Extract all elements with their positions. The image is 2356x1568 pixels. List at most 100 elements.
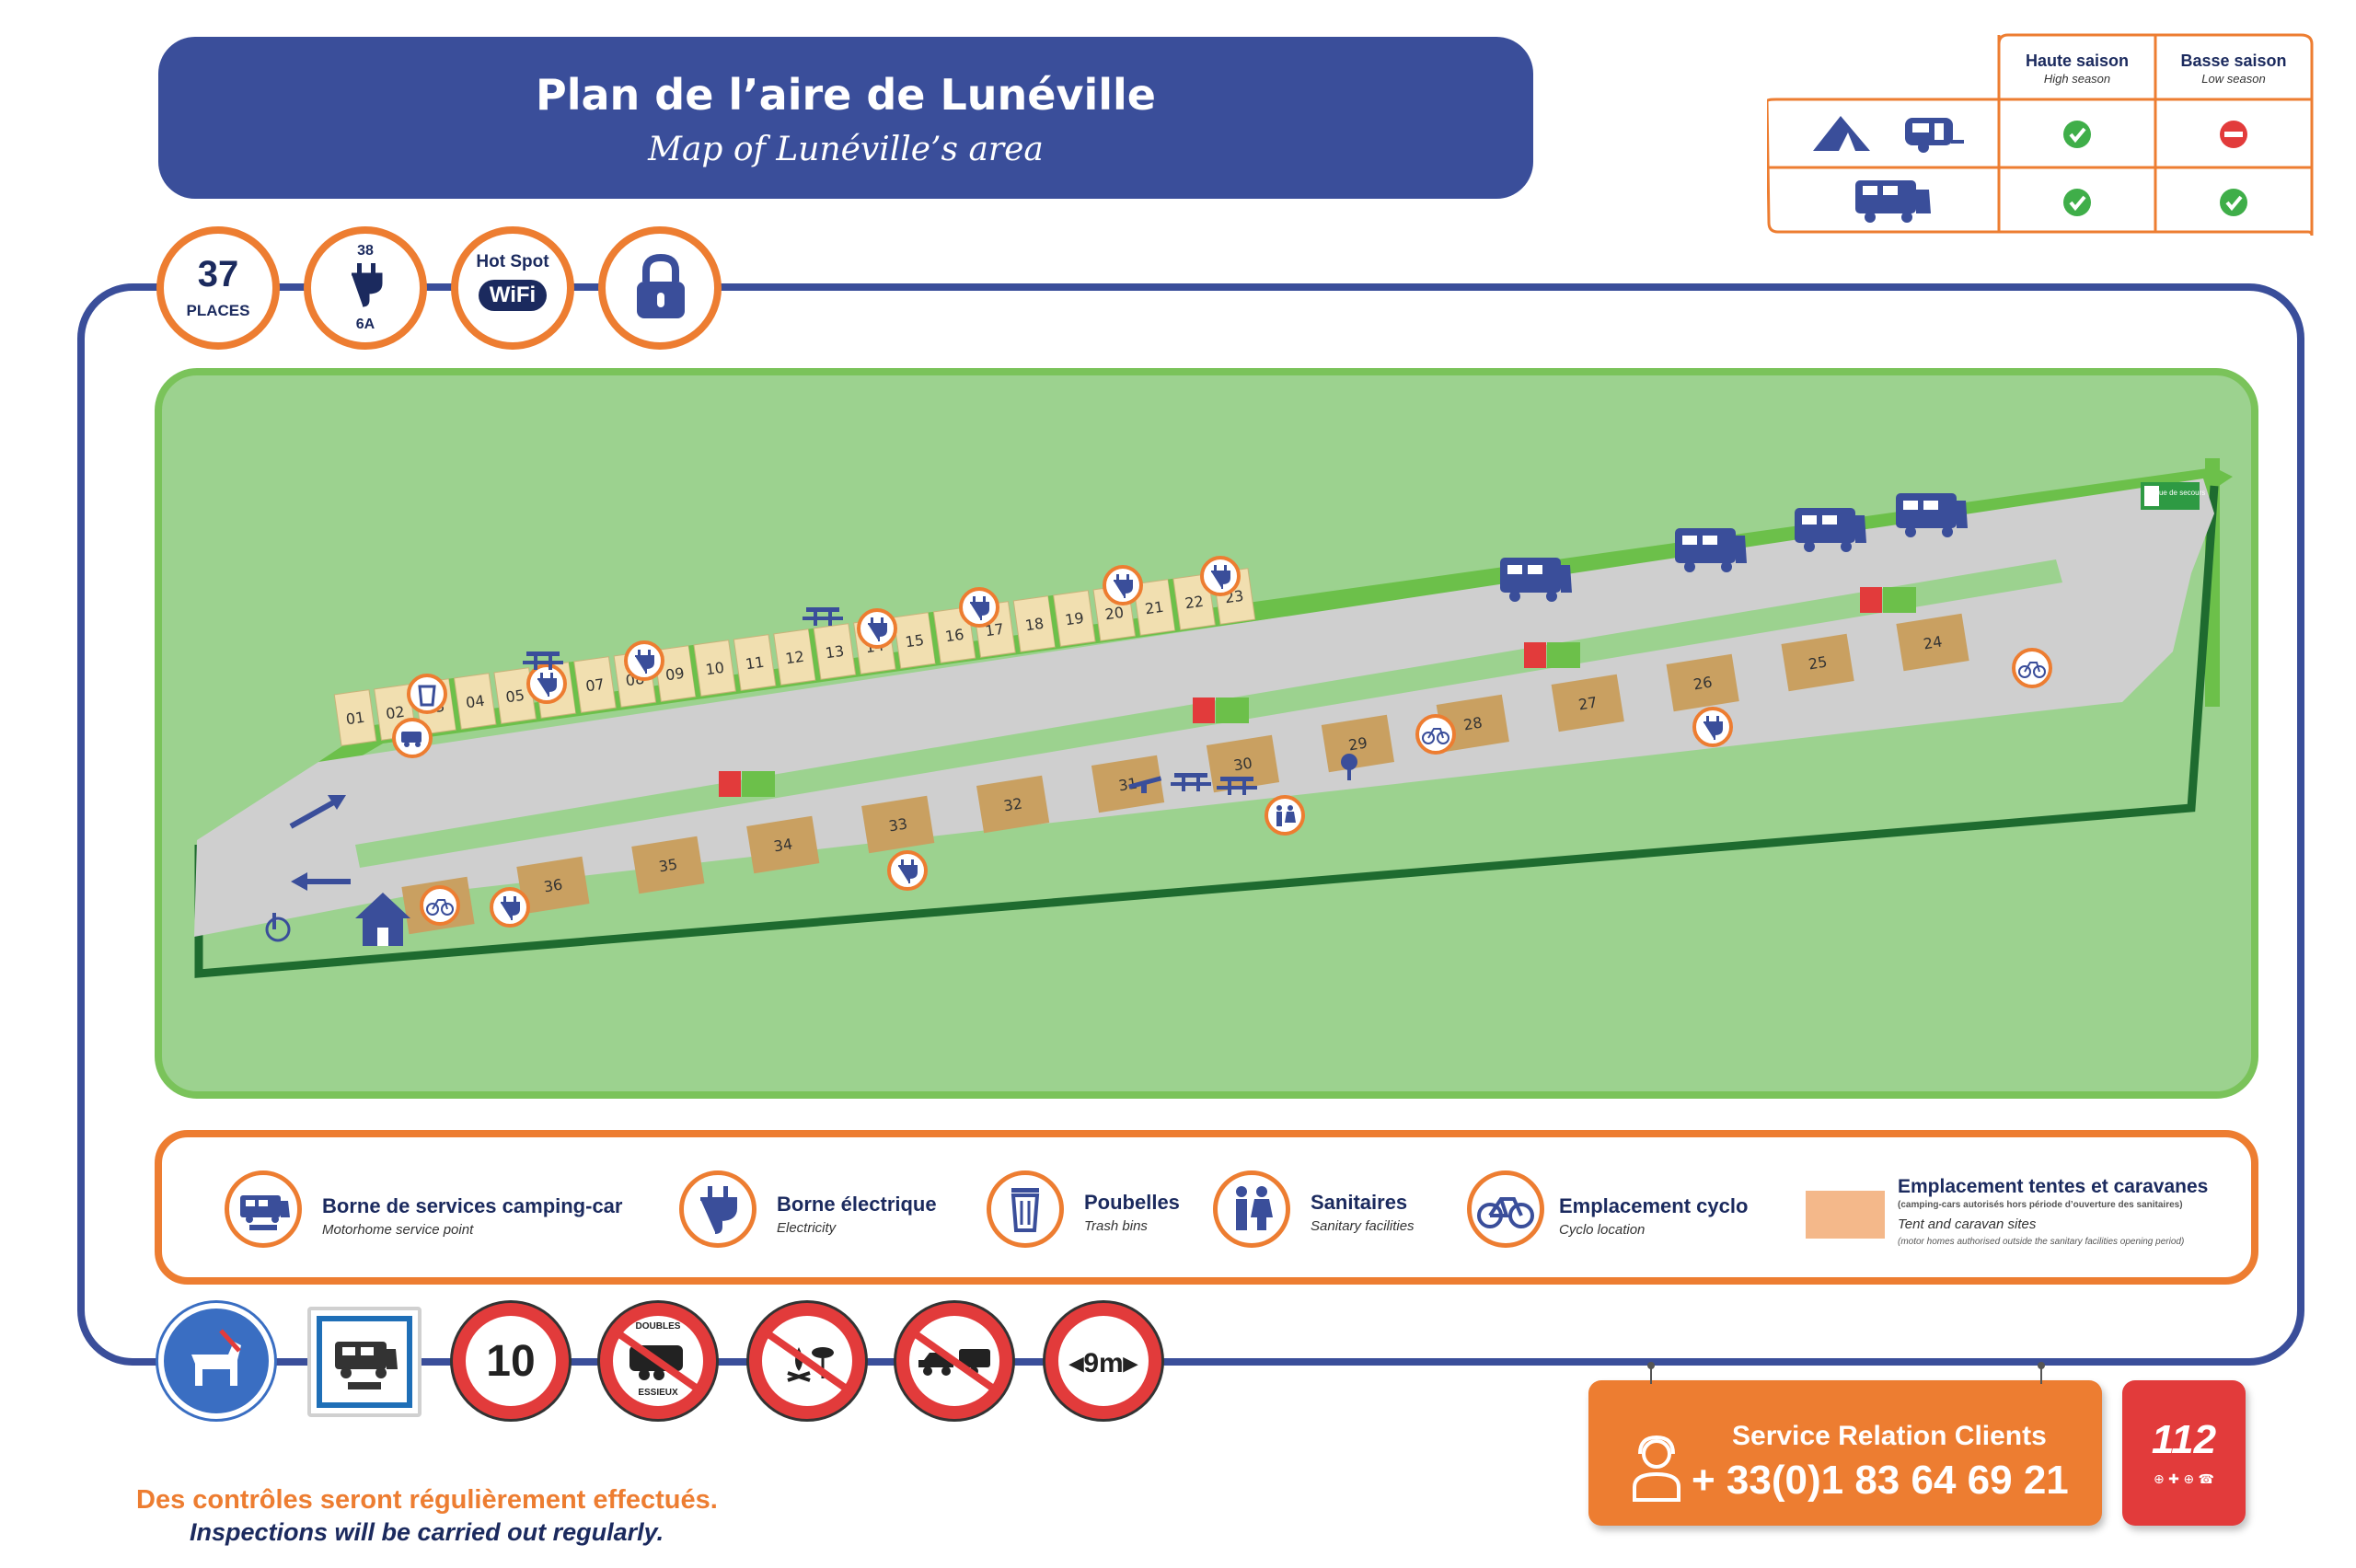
allowed-icon xyxy=(2063,121,2091,148)
tent-site-swatch xyxy=(1806,1191,1885,1239)
pitch-site: 31 xyxy=(1091,755,1165,813)
title-banner: Plan de l’aire de Lunéville Map of Lunév… xyxy=(158,37,1533,199)
ping-pong-icon xyxy=(1341,754,1357,780)
site-map: Issue de secours 01020304050607080910111… xyxy=(194,458,2233,978)
picnic-table-icon xyxy=(803,607,843,626)
places-count: 37 xyxy=(197,254,239,294)
emergency-box: 112 ⊕ ✚ ⊕ ☎ xyxy=(2122,1380,2246,1526)
fire-extinguisher-icon xyxy=(1860,587,1916,613)
camp-site-number: 15 xyxy=(904,631,925,651)
electric-point-icon xyxy=(624,640,664,681)
electric-count: 38 xyxy=(357,243,374,259)
caravan-icon xyxy=(1905,118,1964,153)
picnic-table-icon xyxy=(1217,777,1257,795)
bicycle-icon xyxy=(420,885,460,926)
page-title: Plan de l’aire de Lunéville xyxy=(535,70,1156,120)
camp-site-number: 10 xyxy=(704,659,725,679)
motorhome-icon xyxy=(1896,493,1968,537)
client-service-phone[interactable]: + 33(0)1 83 64 69 21 xyxy=(1692,1458,2069,1503)
high-season-sub: High season xyxy=(2044,72,2110,86)
pitch-site-number: 25 xyxy=(1807,653,1829,674)
motorhome-icon xyxy=(1855,180,1931,223)
tent-icon xyxy=(1813,116,1870,151)
emergency-number[interactable]: 112 xyxy=(2151,1417,2217,1462)
site-frame xyxy=(77,283,2304,1366)
speed-limit-value: 10 xyxy=(486,1337,536,1386)
client-service-box: Service Relation Clients + 33(0)1 83 64 … xyxy=(1588,1380,2102,1526)
wifi-badge: Hot Spot WiFi xyxy=(451,226,574,350)
disabled-access-icon xyxy=(265,913,291,942)
camp-site: 13 xyxy=(813,623,857,680)
pitch-site: 29 xyxy=(1321,714,1395,773)
plug-icon xyxy=(352,263,383,307)
electric-point-icon xyxy=(526,663,567,704)
pitch-site: 27 xyxy=(1551,674,1624,732)
speed-limit-sign: 10 xyxy=(453,1303,569,1419)
fire-extinguisher-icon xyxy=(1524,642,1580,668)
pitch-site-number: 29 xyxy=(1347,734,1369,755)
pitch-sites: 2425262728293031323334353637 xyxy=(401,613,1969,935)
camp-site: 05 xyxy=(493,667,537,724)
places-badge: 37 PLACES xyxy=(156,226,280,350)
pitch-site: 25 xyxy=(1781,633,1854,692)
pitch-site: 36 xyxy=(516,856,590,915)
allowed-icon xyxy=(2063,189,2091,216)
camp-site-number: 21 xyxy=(1144,598,1165,618)
electric-badge: 38 6A xyxy=(304,226,427,350)
camp-site: 01 xyxy=(333,689,377,746)
pitch-site: 32 xyxy=(976,775,1050,834)
forbidden-icon xyxy=(2220,121,2247,148)
pitch-site: 34 xyxy=(746,815,820,874)
pitch-site-number: 34 xyxy=(772,836,793,856)
allowed-icon xyxy=(2220,189,2247,216)
low-season-sub: Low season xyxy=(2201,72,2265,86)
inspections-fr: Des contrôles seront régulièrement effec… xyxy=(136,1485,718,1515)
pitch-site: 24 xyxy=(1896,613,1969,672)
pitch-site-number: 27 xyxy=(1577,694,1599,714)
legend-tents-sub: Tent and caravan sites xyxy=(1898,1216,2037,1232)
max-length-value: ◂9m▸ xyxy=(1069,1348,1138,1378)
camp-site-number: 05 xyxy=(504,686,525,707)
legend-bins-title: Poubelles xyxy=(1084,1191,1180,1214)
trash-bin-icon xyxy=(407,674,447,714)
motorhome-spots xyxy=(1500,493,1968,602)
service-point-icon xyxy=(392,718,433,758)
no-car-trailer-sign xyxy=(896,1303,1012,1419)
exit-arrow xyxy=(291,872,351,891)
emergency-exit-sign: Issue de secours xyxy=(2141,482,2205,510)
electric-point-icon xyxy=(1103,565,1143,605)
camp-site-number: 19 xyxy=(1064,609,1085,629)
picnic-table-icon xyxy=(523,651,563,670)
pitch-site: 35 xyxy=(631,836,705,894)
dog-icon xyxy=(191,1329,241,1386)
legend-electric-title: Borne électrique xyxy=(777,1193,937,1216)
high-season-label: Haute saison xyxy=(2026,52,2129,70)
headset-agent-icon xyxy=(1633,1435,1680,1502)
page-subtitle: Map of Lunéville’s area xyxy=(648,131,1044,168)
no-double-axles-sign: DOUBLES ESSIEUX xyxy=(600,1303,716,1419)
electric-point-icon xyxy=(887,850,928,891)
camp-site: 07 xyxy=(573,656,617,713)
pitch-site-number: 30 xyxy=(1232,755,1253,775)
camp-site-number: 07 xyxy=(584,675,606,696)
picnic-table-icon xyxy=(1171,773,1211,791)
camp-site: 18 xyxy=(1012,594,1063,652)
lock-icon xyxy=(637,254,685,318)
pitch-site-number: 31 xyxy=(1117,775,1138,795)
client-service-label: Service Relation Clients xyxy=(1732,1421,2047,1451)
legend-tents-note: (camping-cars autorisés hors période d’o… xyxy=(1898,1200,2183,1210)
legend: Borne de services camping-car Motorhome … xyxy=(155,1130,2258,1285)
camp-site-number: 22 xyxy=(1184,593,1205,613)
house-icon xyxy=(355,893,410,946)
electric-point-icon xyxy=(490,887,530,928)
double-axles-top: DOUBLES xyxy=(635,1321,681,1332)
electric-point-icon xyxy=(1692,707,1733,747)
bicycle-icon xyxy=(1415,714,1456,755)
camp-site-number: 11 xyxy=(745,653,766,674)
bicycle-icon xyxy=(2012,648,2052,688)
motorhome-area-sign xyxy=(307,1307,422,1417)
pitch-site: 26 xyxy=(1666,653,1739,712)
fire-extinguisher-icon xyxy=(1193,698,1249,723)
camp-site: 19 xyxy=(1053,590,1096,647)
pitch-site-number: 26 xyxy=(1692,674,1714,694)
